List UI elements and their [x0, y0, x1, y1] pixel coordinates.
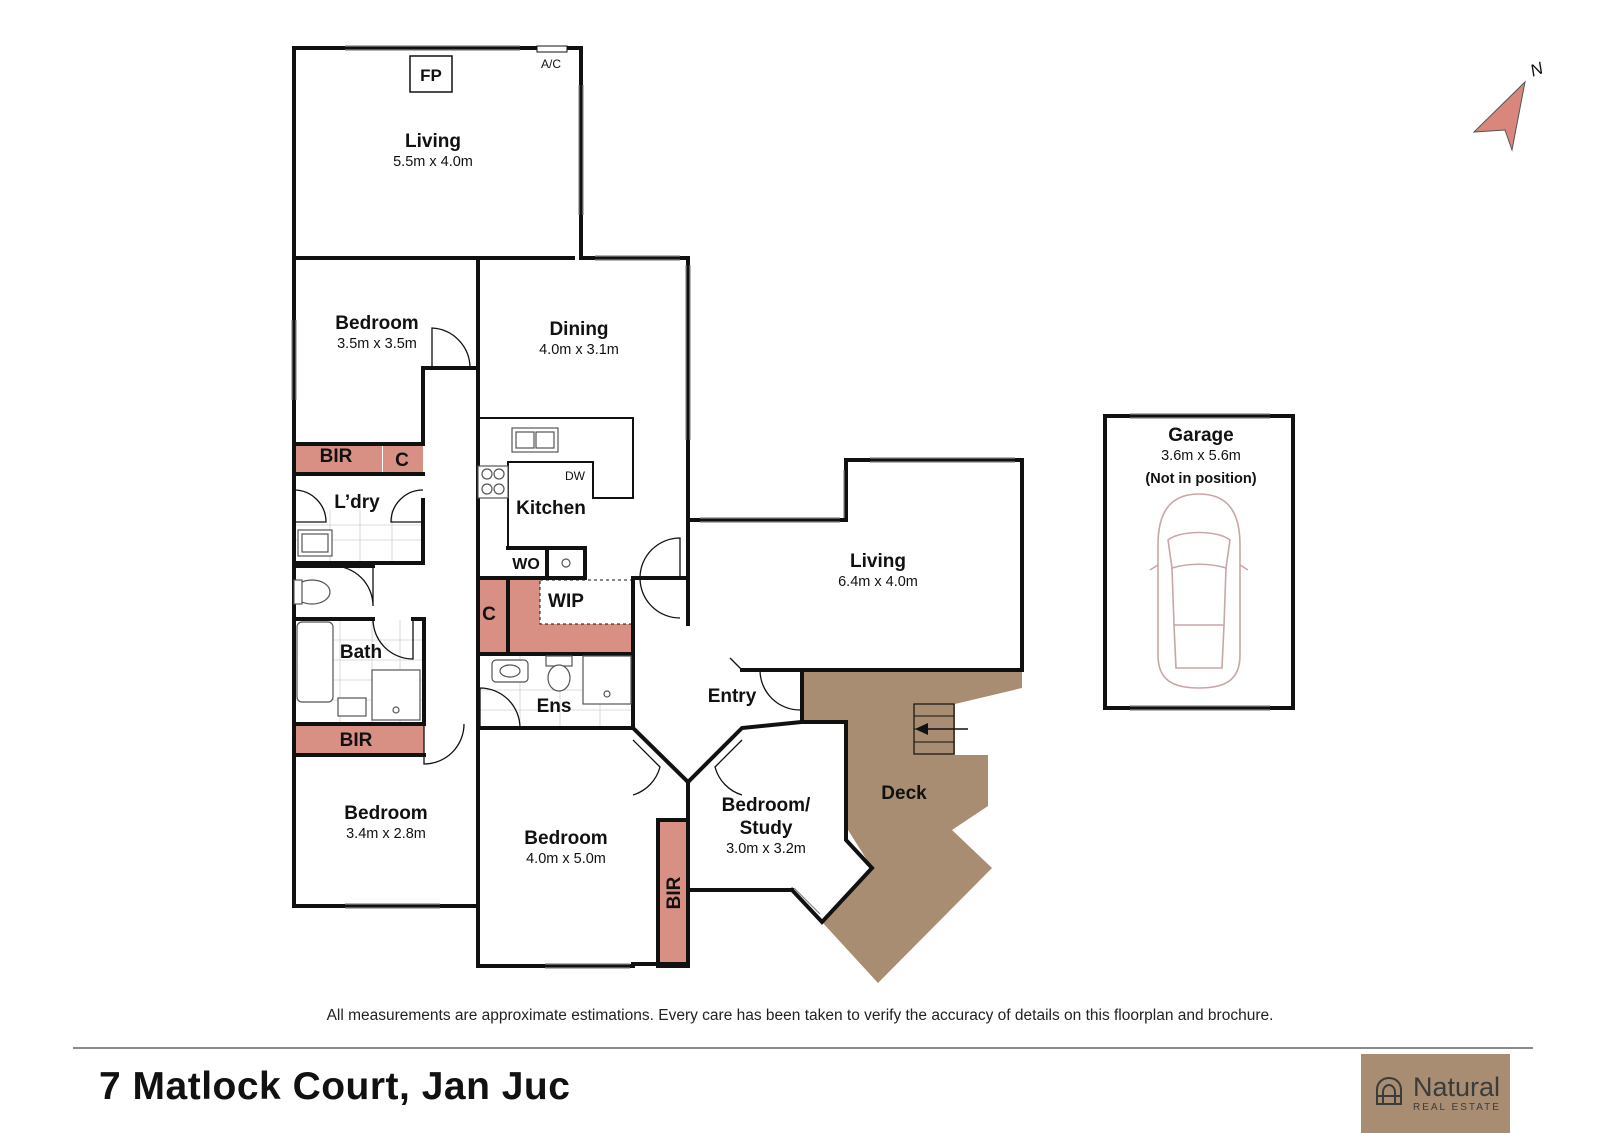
wip-floor	[539, 579, 634, 625]
bir-main-name: BIR	[664, 876, 685, 909]
fixtures	[293, 55, 968, 755]
logo-mark-icon	[1376, 1076, 1402, 1105]
footer-divider	[73, 1047, 1533, 1049]
cupboard-c-name: C	[482, 604, 496, 625]
study-name-line1: Bedroom/	[722, 795, 811, 816]
laundry-name: L’dry	[334, 492, 380, 513]
bedroom-sw-name: Bedroom	[344, 803, 427, 824]
car-icon	[1149, 493, 1249, 689]
living-top-name: Living	[405, 131, 461, 152]
disclaimer-text: All measurements are approximate estimat…	[326, 1007, 1274, 1024]
floor-plan: N FP A/C DW Living 5.5m x 4.0m Bedroom 3…	[291, 45, 1547, 983]
aircon-label: A/C	[541, 57, 561, 71]
dining-name: Dining	[549, 319, 608, 340]
bedroom-nw-dims: 3.5m x 3.5m	[337, 336, 417, 352]
study-dims: 3.0m x 3.2m	[726, 841, 806, 857]
garage-name: Garage	[1168, 425, 1233, 446]
compass-icon: N	[1472, 58, 1547, 152]
garage	[1103, 413, 1295, 711]
compass-north-label: N	[1528, 58, 1547, 80]
cupboard-nw-name: C	[395, 450, 409, 471]
cupboard-nw-fill	[383, 444, 423, 474]
bedroom-sw-dims: 3.4m x 2.8m	[346, 826, 426, 842]
deck-area	[802, 670, 1022, 983]
logo-subtitle: REAL ESTATE	[1413, 1101, 1501, 1113]
entry-name: Entry	[708, 686, 757, 707]
fireplace-label: FP	[420, 66, 442, 85]
logo-title: Natural	[1413, 1071, 1501, 1102]
property-address: 7 Matlock Court, Jan Juc	[99, 1065, 571, 1108]
bedroom-main-name: Bedroom	[524, 828, 607, 849]
wo-name: WO	[512, 556, 540, 573]
walls	[292, 46, 1024, 968]
bedroom-main-dims: 4.0m x 5.0m	[526, 851, 606, 867]
bir-nw-name: BIR	[320, 446, 353, 467]
doors	[293, 327, 801, 796]
study-name-line2: Study	[740, 818, 793, 839]
garage-note: (Not in position)	[1145, 471, 1256, 487]
living-east-dims: 6.4m x 4.0m	[838, 574, 918, 590]
dining-dims: 4.0m x 3.1m	[539, 342, 619, 358]
bedroom-nw-name: Bedroom	[335, 313, 418, 334]
dishwasher-label: DW	[565, 469, 586, 483]
basin-icon	[337, 697, 367, 717]
wip-name: WIP	[548, 591, 584, 612]
deck-name: Deck	[881, 783, 927, 804]
fireplace-icon	[409, 55, 453, 93]
living-top-dims: 5.5m x 4.0m	[393, 154, 473, 170]
bathtub-icon	[296, 621, 334, 703]
windows	[291, 45, 1015, 969]
garage-dims: 3.6m x 5.6m	[1161, 448, 1241, 464]
bir-main-fill	[658, 820, 688, 966]
stairs-icon	[913, 703, 968, 755]
bir-sw-fill	[294, 724, 424, 755]
ensuite-name: Ens	[537, 696, 572, 717]
kitchen-name: Kitchen	[516, 498, 586, 519]
bir-sw-name: BIR	[340, 730, 373, 751]
cupboard-c-fill	[478, 580, 508, 654]
bath-name: Bath	[340, 642, 382, 663]
agency-logo: Natural REAL ESTATE	[1361, 1054, 1510, 1133]
living-east-name: Living	[850, 551, 906, 572]
bir-nw-fill	[294, 444, 382, 474]
